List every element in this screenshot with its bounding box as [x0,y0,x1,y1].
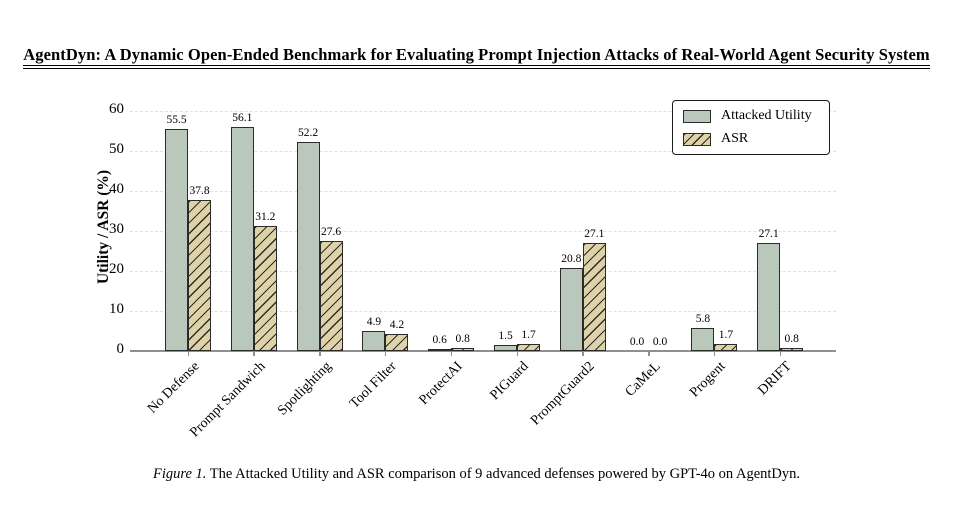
bar-value-label: 27.1 [758,227,779,240]
legend-label: Attacked Utility [721,108,812,123]
x-tick-mark [253,352,255,356]
y-tick-label: 0 [116,341,125,357]
bar-attacked-utility [559,267,583,351]
y-tick-label: 20 [109,261,124,277]
bar-value-label: 4.2 [389,319,405,332]
gridline [130,231,836,232]
bar-value-label: 20.8 [561,252,582,265]
bar-asr [714,344,738,351]
gridline [130,151,836,152]
bar-attacked-utility [296,142,320,351]
bar-asr [188,199,211,351]
figure-caption: Figure 1. The Attacked Utility and ASR c… [0,466,953,483]
legend-item-attacked-utility: Attacked Utility [683,108,819,124]
y-tick-label: 40 [109,181,124,197]
gridline [130,311,836,312]
y-tick-label: 60 [109,101,124,117]
x-axis-line [130,350,836,352]
x-tick-mark [648,352,650,356]
x-tick-label-promptguard2: PromptGuard2 [527,359,598,429]
legend-item-asr: ASR [683,131,819,147]
bar-value-label: 55.5 [166,114,187,126]
x-tick-label-no-defense: No Defense [144,359,203,417]
x-tick-label-protectai: ProtectAI [416,359,466,409]
x-tick-mark [582,352,584,356]
bar-value-label: 52.2 [298,127,319,140]
y-tick-label: 30 [109,221,124,237]
x-tick-mark [384,352,387,356]
paper-title: AgentDyn: A Dynamic Open-Ended Benchmark… [0,45,953,69]
x-tick-label-camel: CaMeL [622,359,664,400]
bar-value-label: 37.8 [189,184,210,197]
bar-asr [582,242,606,351]
legend-label: ASR [721,131,749,146]
bar-value-label: 5.8 [695,312,711,325]
bar-asr [385,334,409,351]
bar-value-label: 0.0 [629,336,645,348]
figure-caption-label: Figure 1. [152,466,207,482]
x-tick-mark [187,352,189,356]
bar-asr [780,347,804,351]
bar-value-label: 4.9 [366,316,382,329]
bar-value-label: 31.2 [255,211,276,224]
x-tick-mark [516,352,518,356]
paper-title-text: AgentDyn: A Dynamic Open-Ended Benchmark… [23,45,930,69]
bar-value-label: 1.7 [521,329,536,342]
x-tick-mark [713,352,716,356]
figure-caption-text: The Attacked Utility and ASR comparison … [209,466,801,482]
x-tick-label-progent: Progent [687,359,729,401]
x-tick-mark [450,352,453,356]
bar-attacked-utility [230,126,254,351]
bar-attacked-utility [428,348,452,351]
attacked-utility-swatch-icon [683,109,711,123]
asr-swatch-icon [683,132,711,146]
bar-attacked-utility [494,345,517,351]
bar-asr [253,226,277,351]
bar-asr [319,240,343,351]
bar-attacked-utility [362,331,386,351]
gridline [130,191,836,192]
x-tick-mark [779,352,782,356]
bar-attacked-utility [165,129,188,351]
x-tick-label-tool-filter: Tool Filter [347,359,400,412]
gridline [130,111,836,112]
bar-value-label: 0.0 [652,336,668,348]
bar-value-label: 0.6 [432,333,447,346]
bar-attacked-utility [757,242,781,351]
gridline [130,271,836,272]
x-tick-label-piguard: PIGuard [487,359,532,404]
bar-asr [451,347,475,351]
bar-attacked-utility [691,327,715,351]
legend: Attacked Utility ASR [672,100,830,155]
bar-value-label: 0.8 [784,332,799,345]
x-tick-label-prompt-sandwich: Prompt Sandwich [187,359,269,441]
bar-value-label: 56.1 [232,111,253,124]
bar-value-label: 27.6 [321,225,342,238]
bar-value-label: 0.8 [455,332,470,345]
x-tick-label-drift: DRIFT [755,359,795,399]
bar-value-label: 1.7 [718,329,734,342]
bar-asr [517,344,540,351]
y-tick-label: 10 [109,301,124,317]
y-tick-label: 50 [109,141,124,157]
x-tick-mark [319,352,321,356]
bar-value-label: 1.5 [498,330,513,342]
x-tick-label-spotlighting: Spotlighting [274,359,335,419]
bar-value-label: 27.1 [584,227,605,240]
